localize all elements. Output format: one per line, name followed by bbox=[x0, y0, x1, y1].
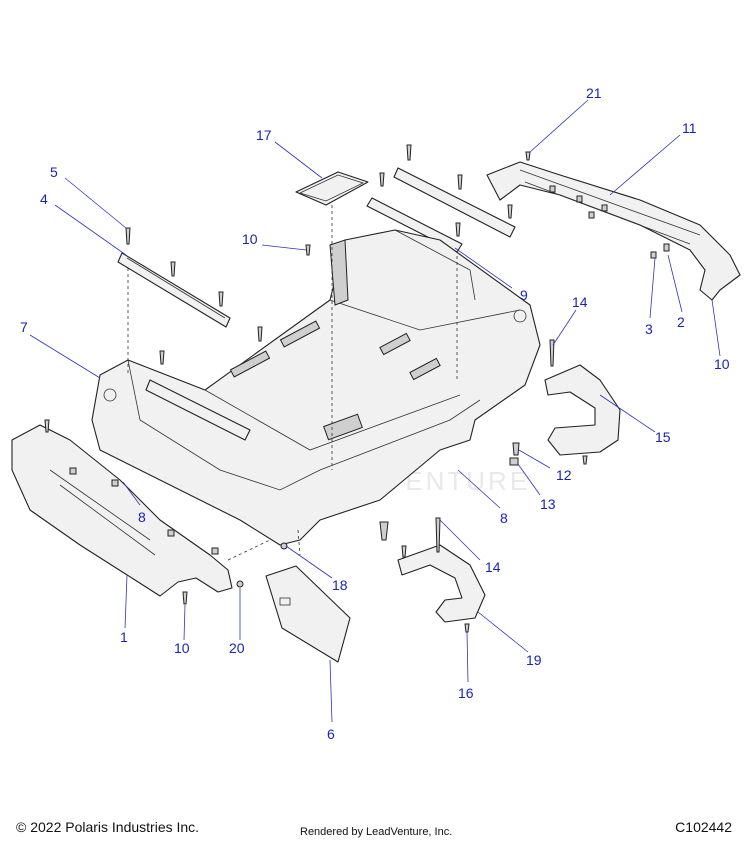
callout-13: 13 bbox=[540, 496, 556, 512]
callout-labels: 21 17 11 5 4 10 9 3 2 10 7 14 15 12 13 8… bbox=[20, 85, 730, 742]
callout-21: 21 bbox=[586, 85, 602, 101]
part-1-left-cover bbox=[11, 419, 244, 605]
fasteners-12-13 bbox=[379, 442, 588, 541]
callout-4: 4 bbox=[40, 191, 48, 207]
callout-leaders bbox=[29, 99, 721, 723]
callout-14-a: 14 bbox=[572, 294, 588, 310]
rendered-by-text: Rendered by LeadVenture, Inc. bbox=[300, 826, 453, 838]
callout-20: 20 bbox=[229, 640, 245, 656]
part-15-bracket bbox=[544, 339, 621, 456]
callout-12: 12 bbox=[556, 467, 572, 483]
copyright-text: © 2022 Polaris Industries Inc. bbox=[16, 819, 200, 835]
callout-6: 6 bbox=[327, 726, 335, 742]
part-7-cargo-box bbox=[91, 229, 541, 546]
callout-10-a: 10 bbox=[242, 231, 258, 247]
callout-8-b: 8 bbox=[500, 510, 508, 526]
callout-16: 16 bbox=[458, 685, 474, 701]
callout-18: 18 bbox=[332, 577, 348, 593]
bolts-top-left bbox=[125, 227, 311, 365]
callout-15: 15 bbox=[655, 429, 671, 445]
callout-5: 5 bbox=[50, 164, 58, 180]
part-19-bracket bbox=[397, 517, 486, 633]
callout-1: 1 bbox=[120, 629, 128, 645]
callout-19: 19 bbox=[526, 652, 542, 668]
part-4-rail-left bbox=[117, 252, 231, 328]
side-rail-left bbox=[145, 379, 251, 441]
diagram-id: C102442 bbox=[675, 819, 732, 835]
callout-9: 9 bbox=[520, 287, 528, 303]
part-17-plate bbox=[295, 171, 369, 206]
part-11-rear-cover bbox=[486, 151, 741, 301]
callout-7: 7 bbox=[20, 319, 28, 335]
callout-10-b: 10 bbox=[714, 356, 730, 372]
callout-14-b: 14 bbox=[485, 559, 501, 575]
callout-3: 3 bbox=[645, 321, 653, 337]
alignment-lines bbox=[127, 205, 458, 561]
callout-10-c: 10 bbox=[174, 640, 190, 656]
callout-17: 17 bbox=[256, 127, 272, 143]
part-6-rear-plate bbox=[265, 542, 351, 663]
callout-11: 11 bbox=[682, 120, 697, 136]
callout-2: 2 bbox=[677, 314, 685, 330]
callout-8-a: 8 bbox=[138, 509, 146, 525]
part-9-rails bbox=[366, 144, 516, 253]
